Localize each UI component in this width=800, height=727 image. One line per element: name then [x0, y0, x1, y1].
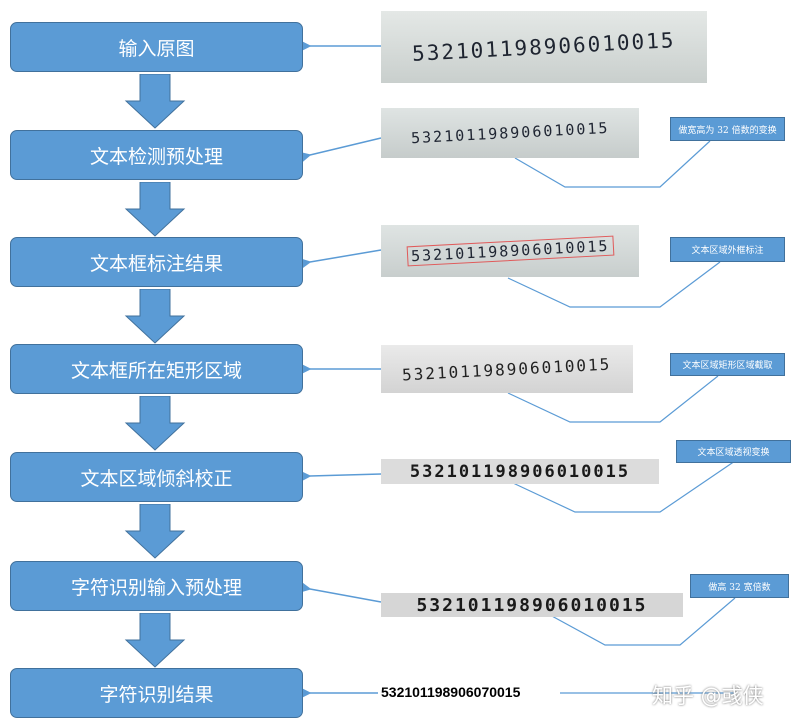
sample-text: 532101198906010015 — [406, 235, 614, 267]
sample-preprocessed-image: 532101198906010015 — [381, 108, 639, 158]
callout-line — [512, 460, 736, 513]
step-label: 文本框所在矩形区域 — [70, 359, 242, 382]
step-label: 文本区域倾斜校正 — [80, 467, 233, 490]
note-text: 做宽高为 32 倍数的变换 — [678, 125, 777, 136]
note-height-32: 做高 32 宽倍数 — [690, 574, 789, 598]
step-label: 文本检测预处理 — [89, 145, 223, 168]
down-arrow-icon — [124, 504, 186, 559]
watermark-text: 知乎 @彧侠 — [652, 684, 764, 708]
callout-line — [507, 375, 719, 423]
connector-arrow — [298, 137, 382, 164]
step-rect-region: 文本框所在矩形区域 — [10, 344, 303, 394]
step-input-image: 输入原图 — [10, 22, 303, 72]
sample-rect-image: 532101198906010015 — [381, 345, 633, 393]
step-skew-correction: 文本区域倾斜校正 — [10, 452, 303, 502]
sample-text: 532101198906010015 — [410, 118, 610, 148]
callout-line — [507, 261, 721, 308]
step-label: 字符识别结果 — [99, 683, 214, 706]
sample-corrected-image: 532101198906010015 — [381, 459, 659, 484]
note-perspective: 文本区域透视变换 — [676, 440, 791, 463]
note-rect-crop: 文本区域矩形区域截取 — [670, 353, 785, 376]
step-box-annotation: 文本框标注结果 — [10, 237, 303, 287]
step-recognition-preprocess: 字符识别输入预处理 — [10, 561, 303, 611]
note-text: 文本区域外框标注 — [691, 246, 764, 256]
sample-recognition-input-image: 532101198906010015 — [381, 593, 683, 617]
step-label: 文本框标注结果 — [89, 252, 223, 275]
step-detection-preprocess: 文本检测预处理 — [10, 130, 303, 180]
sample-text: 532101198906010015 — [411, 28, 677, 66]
connector-arrow — [298, 581, 382, 603]
down-arrow-icon — [124, 396, 186, 451]
sample-text: 532101198906010015 — [416, 594, 648, 616]
step-label: 输入原图 — [118, 37, 195, 60]
down-arrow-icon — [124, 74, 186, 129]
step-label: 字符识别输入预处理 — [70, 576, 242, 599]
sample-text: 532101198906010015 — [409, 461, 631, 482]
recognition-result-text: 532101198906070015 — [381, 684, 520, 700]
down-arrow-icon — [124, 289, 186, 344]
watermark: 知乎 @彧侠 — [652, 680, 764, 710]
sample-original-image: 532101198906010015 — [381, 11, 707, 83]
result-value: 532101198906070015 — [381, 684, 521, 700]
note-text: 文本区域矩形区域截取 — [682, 361, 773, 371]
note-text: 文本区域透视变换 — [697, 448, 770, 458]
note-resize: 做宽高为 32 倍数的变换 — [670, 117, 785, 141]
down-arrow-icon — [124, 182, 186, 237]
sample-text: 532101198906010015 — [401, 354, 613, 384]
step-recognition-result: 字符识别结果 — [10, 668, 303, 718]
callout-line — [514, 140, 711, 188]
note-text: 做高 32 宽倍数 — [708, 582, 771, 593]
sample-annotated-image: 532101198906010015 — [381, 225, 639, 277]
callout-line — [549, 597, 736, 646]
connector-arrow — [299, 470, 382, 483]
note-box-annotation: 文本区域外框标注 — [670, 237, 785, 262]
connector-arrow — [298, 249, 382, 270]
down-arrow-icon — [124, 613, 186, 668]
